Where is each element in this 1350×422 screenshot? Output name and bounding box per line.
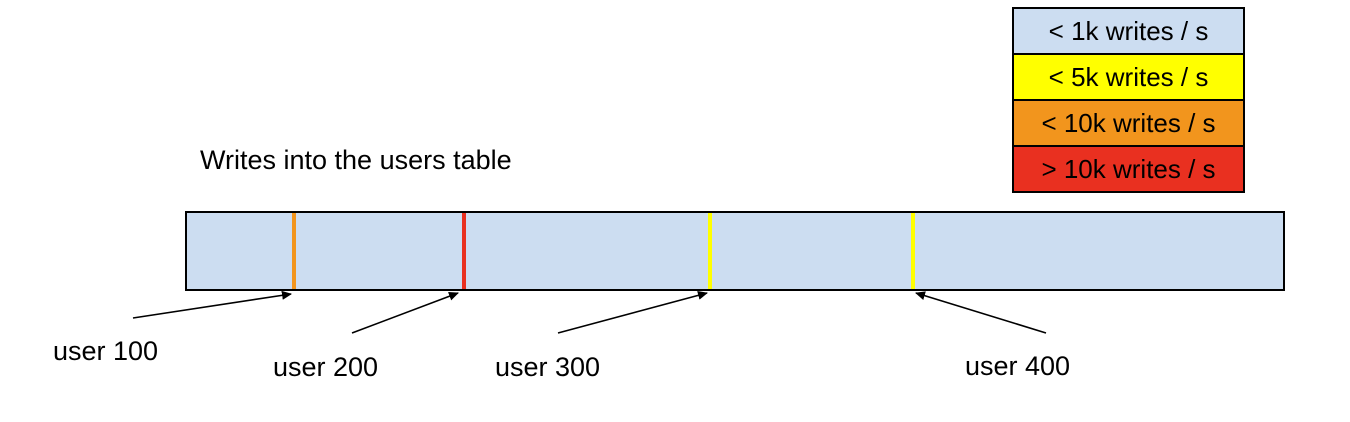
write-hotspot-marker-user-400 — [910, 213, 915, 289]
legend-item-label: > 10k writes / s — [1041, 153, 1216, 184]
legend-item: < 10k writes / s — [1012, 99, 1245, 147]
legend-item: < 5k writes / s — [1012, 53, 1245, 101]
pointer-arrow — [557, 290, 708, 334]
pointer-arrow — [915, 291, 1047, 334]
user-label: user 300 — [495, 352, 601, 382]
write-hotspot-marker-user-100 — [292, 213, 297, 289]
pointer-arrow — [351, 291, 459, 334]
pointer-arrow — [132, 290, 292, 319]
write-hotspot-marker-user-300 — [707, 213, 712, 289]
diagram-title: Writes into the users table — [200, 145, 512, 175]
legend-item-label: < 1k writes / s — [1048, 15, 1209, 46]
legend-item: > 10k writes / s — [1012, 145, 1245, 193]
legend-item: < 1k writes / s — [1012, 7, 1245, 55]
legend-item-label: < 10k writes / s — [1041, 107, 1216, 138]
user-label: user 400 — [965, 351, 1071, 381]
legend: < 1k writes / s < 5k writes / s < 10k writ… — [1012, 7, 1245, 193]
user-label: user 200 — [273, 352, 379, 382]
user-label: user 100 — [53, 336, 159, 366]
write-hotspot-marker-user-200 — [462, 213, 467, 289]
users-table-bar — [185, 211, 1285, 291]
legend-item-label: < 5k writes / s — [1048, 61, 1209, 92]
